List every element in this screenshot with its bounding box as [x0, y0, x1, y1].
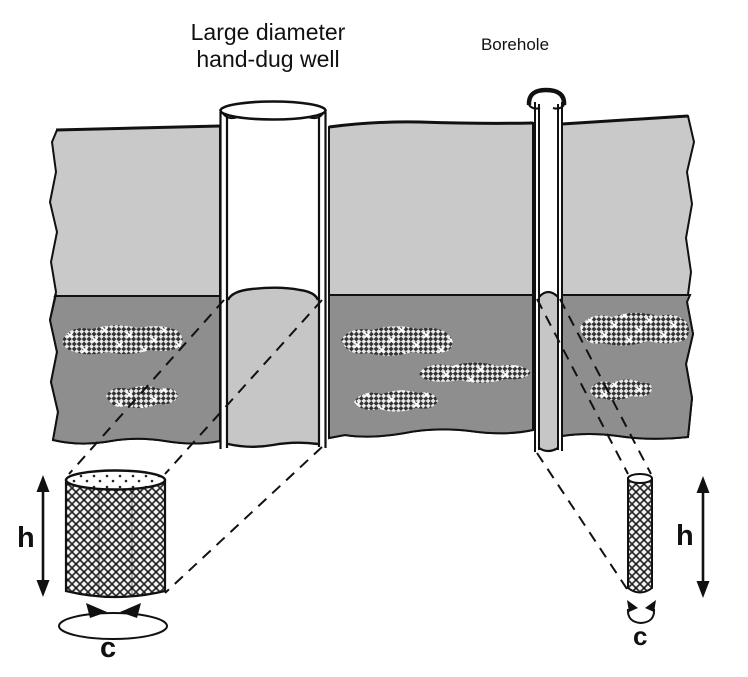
aquifer-patch — [419, 362, 531, 383]
borehole-bottom-edge — [538, 447, 559, 453]
borehole-water-column — [539, 292, 558, 451]
well-cylinder-top-face — [64, 469, 167, 491]
label-hand-dug-well: Large diameter hand-dug well — [190, 19, 346, 73]
aquifer-patch — [62, 325, 183, 355]
height-arrow-borehole — [696, 476, 710, 598]
left-block-saturated-layer — [48, 293, 221, 445]
projection-line — [164, 299, 323, 475]
projection-line — [559, 298, 652, 475]
aquifer-patch — [341, 326, 453, 356]
aquifer-patch — [106, 386, 178, 409]
projection-line — [536, 298, 629, 475]
label-well-circumference-c: c — [100, 632, 117, 664]
aquifer-gravel-patches — [62, 312, 690, 412]
projection-line — [68, 299, 225, 475]
well-bottom-edge — [227, 441, 319, 448]
aquifer-patch — [354, 390, 438, 412]
well-rim-curl — [221, 111, 325, 120]
circumference-arrow-borehole — [626, 600, 656, 625]
borehole-cylinder-body — [627, 477, 653, 594]
well-casing-walls — [219, 112, 327, 449]
label-well-height-h: h — [17, 522, 35, 554]
well-screen-cylinder — [64, 469, 167, 599]
borehole — [526, 87, 567, 453]
well-cylinder-body — [64, 479, 167, 599]
aquifer-patch — [580, 312, 690, 346]
ground-surface-line — [55, 114, 689, 132]
label-borehole-height-h: h — [676, 520, 694, 552]
magnifier-projection-lines — [68, 298, 652, 594]
height-arrow-well — [36, 475, 50, 597]
well-water-column — [228, 287, 318, 447]
projection-line — [536, 452, 628, 590]
circumference-arrow-well — [58, 603, 168, 640]
borehole-casing-walls — [534, 102, 563, 452]
well-shaft-interior — [221, 104, 325, 302]
borehole-cap-curl — [528, 104, 565, 110]
label-borehole-circumference-c: c — [633, 621, 648, 651]
borehole-water-surface — [538, 290, 559, 298]
borehole-cylinder-top-face — [627, 473, 653, 484]
borehole-screen-cylinder — [627, 473, 653, 594]
borehole-interior — [536, 100, 557, 300]
well-water-surface — [226, 286, 320, 301]
borehole-cap — [526, 87, 567, 106]
label-borehole: Borehole — [480, 35, 550, 54]
hand-dug-well — [219, 100, 327, 449]
well-top-rim — [219, 100, 327, 121]
well-cylinder-seams — [98, 490, 133, 595]
projection-line — [164, 446, 323, 594]
